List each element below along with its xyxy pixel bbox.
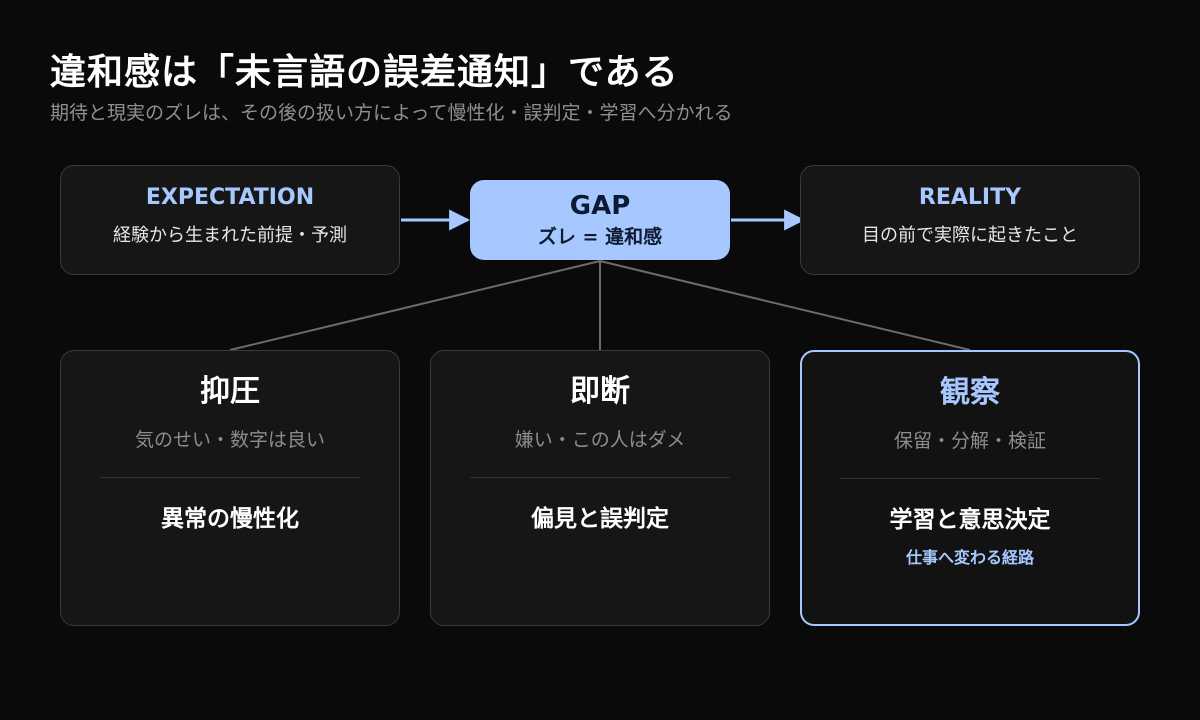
reality-label: REALITY — [918, 185, 1022, 210]
response-heading: 観察 — [940, 375, 1000, 410]
response-heading: 抑圧 — [200, 374, 260, 409]
response-card-suppress: 抑圧 気のせい・数字は良い 異常の慢性化 — [60, 350, 400, 626]
card-divider — [100, 477, 360, 478]
page-title: 違和感は「未言語の誤差通知」である — [50, 52, 679, 93]
response-card-judge: 即断 嫌い・この人はダメ 偏見と誤判定 — [430, 350, 770, 626]
gap-box: GAP ズレ = 違和感 — [470, 180, 730, 260]
response-heading: 即断 — [570, 374, 630, 409]
response-examples: 保留・分解・検証 — [893, 430, 1046, 452]
response-outcome: 偏見と誤判定 — [531, 506, 669, 532]
gap-desc: ズレ = 違和感 — [537, 226, 663, 248]
branch-line-suppress — [229, 260, 601, 351]
response-outcome: 学習と意思決定 — [889, 507, 1051, 533]
response-card-observe: 観察 保留・分解・検証 学習と意思決定 仕事へ変わる経路 — [800, 350, 1140, 626]
page-subtitle: 期待と現実のズレは、その後の扱い方によって慢性化・誤判定・学習へ分かれる — [50, 102, 733, 124]
gap-label: GAP — [569, 191, 631, 221]
expectation-label: EXPECTATION — [145, 185, 315, 210]
response-examples: 嫌い・この人はダメ — [514, 429, 686, 451]
response-examples: 気のせい・数字は良い — [134, 429, 325, 451]
card-divider — [470, 477, 730, 478]
expectation-box: EXPECTATION 経験から生まれた前提・予測 — [60, 165, 400, 275]
expectation-desc: 経験から生まれた前提・予測 — [113, 225, 347, 246]
response-note: 仕事へ変わる経路 — [905, 548, 1034, 567]
reality-desc: 目の前で実際に起きたこと — [862, 225, 1078, 246]
card-divider — [840, 478, 1100, 479]
reality-box: REALITY 目の前で実際に起きたこと — [800, 165, 1140, 275]
branch-line-observe — [599, 260, 971, 351]
response-outcome: 異常の慢性化 — [161, 506, 299, 532]
